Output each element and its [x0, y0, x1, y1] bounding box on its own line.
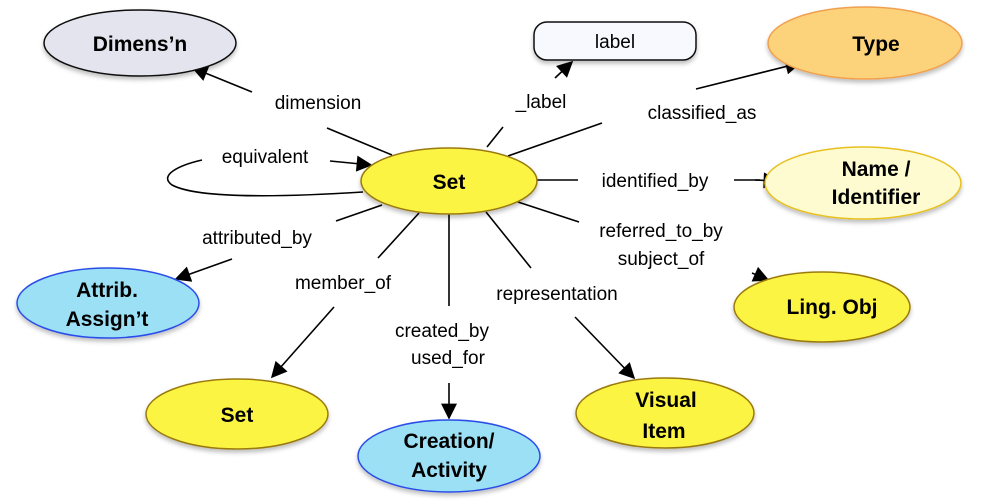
node-label[interactable] — [533, 21, 697, 61]
node-creation-line1: Creation/ — [403, 430, 494, 453]
node-creation-activity[interactable] — [357, 419, 541, 493]
node-type-label: Type — [852, 33, 899, 56]
node-creation-line2: Activity — [411, 459, 487, 482]
node-visual-line2: Item — [642, 420, 685, 443]
edge-attributed-lower — [174, 258, 233, 282]
edge-label-identified-by: identified_by — [602, 171, 709, 192]
edge-label-used-for: used_for — [411, 348, 486, 369]
node-dimension[interactable] — [43, 9, 237, 77]
edge-label-attributed-by: attributed_by — [202, 228, 312, 249]
edge-referred-lower — [517, 201, 580, 223]
node-visual-item[interactable] — [575, 377, 755, 449]
edge-member-lower — [270, 306, 335, 379]
edge-attributed-upper — [335, 204, 383, 222]
node-name-line1: Name / — [842, 158, 911, 181]
node-set-center[interactable] — [360, 147, 538, 215]
node-attrib-assignment[interactable] — [16, 267, 200, 339]
node-ling-obj-label: Ling. Obj — [787, 296, 878, 319]
edge-representation-upper — [485, 211, 532, 269]
node-attrib-line2: Assign’t — [66, 308, 149, 331]
edge-label-subject-of: subject_of — [618, 249, 705, 270]
edge-label-_label: _label — [515, 92, 567, 113]
edge-label-created-by: created_by — [395, 321, 490, 342]
node-set-member-label: Set — [221, 404, 254, 427]
edge-equivalent-arrow — [329, 155, 373, 172]
edge-label-upper — [554, 60, 574, 79]
edge-referred-arrow — [751, 266, 770, 282]
edge-classified-upper — [695, 58, 802, 90]
edge-label-referred-to-by: referred_to_by — [599, 221, 723, 242]
edge-label-member-of: member_of — [295, 273, 392, 294]
edge-member-upper — [377, 212, 420, 259]
node-label-text: label — [595, 32, 635, 53]
node-type[interactable] — [767, 6, 963, 80]
edge-label-representation: representation — [496, 284, 617, 305]
node-set-center-label: Set — [433, 171, 466, 194]
edge-label-dimension: dimension — [275, 93, 362, 114]
edge-dimension-lower — [326, 127, 393, 156]
node-dimension-label: Dimens’n — [93, 33, 188, 56]
node-name-identifier[interactable] — [764, 146, 962, 220]
node-name-line2: Identifier — [832, 186, 921, 209]
edge-label-classified-as: classified_as — [648, 103, 757, 124]
edge-classified-lower — [507, 122, 603, 157]
edge-dimension-upper — [191, 66, 253, 93]
edge-label-lower — [486, 126, 504, 148]
node-set-member[interactable] — [145, 378, 329, 450]
node-visual-line1: Visual — [635, 389, 696, 412]
edge-representation-lower — [574, 316, 636, 380]
edges: dimension _label classified_as identifie… — [166, 58, 802, 420]
edge-equivalent-loop — [166, 159, 364, 197]
edge-label-equivalent: equivalent — [222, 147, 309, 168]
node-ling-obj[interactable] — [733, 271, 911, 343]
node-attrib-line1: Attrib. — [76, 279, 138, 302]
